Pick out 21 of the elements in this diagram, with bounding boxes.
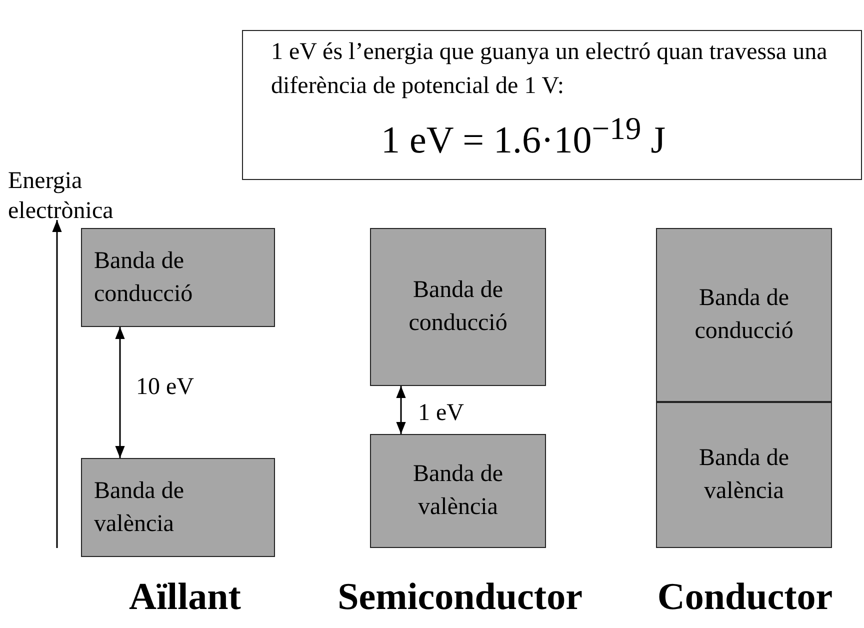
energy-band-box xyxy=(370,434,546,548)
category-title: Aïllant xyxy=(129,575,241,619)
band-label: Banda de conducció xyxy=(94,246,194,308)
energy-band-box xyxy=(656,402,832,548)
category-title: Semiconductor xyxy=(338,575,582,619)
energy-band-box xyxy=(81,228,275,327)
axis-label: Energia electrònica xyxy=(8,167,114,226)
energy-band-box xyxy=(656,228,832,402)
band-label: Banda de conducció xyxy=(694,284,794,346)
band-label: Banda de valència xyxy=(412,460,504,522)
energy-band-box xyxy=(370,228,546,386)
band-label: Banda de valència xyxy=(94,476,185,538)
energy-band-box xyxy=(81,458,275,557)
formula-text: 1 eV = 1.6·10$^{−19}$ J xyxy=(381,111,666,163)
double-arrow xyxy=(115,327,125,458)
note-text: 1 eV és l’energia que guanya un electró quan travessa una diferència de potencial de 1 V: xyxy=(271,38,828,101)
note-box xyxy=(242,30,862,180)
band-label: Banda de valència xyxy=(698,444,790,506)
category-title: Conductor xyxy=(657,575,833,619)
band-label: Banda de conducció xyxy=(408,276,508,338)
double-arrow xyxy=(396,386,406,434)
